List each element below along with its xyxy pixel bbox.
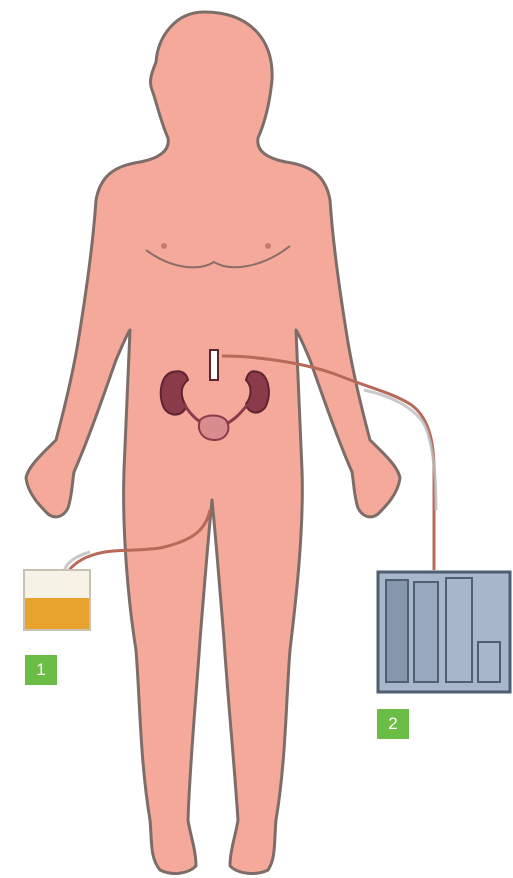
dialysis-machine xyxy=(378,572,510,692)
human-body xyxy=(26,12,400,873)
bladder xyxy=(199,416,228,441)
label-badge-2: 2 xyxy=(377,709,409,739)
label-badge-1: 1 xyxy=(25,655,57,685)
left-nipple xyxy=(161,243,167,249)
collection-bag xyxy=(24,570,90,630)
catheter-port xyxy=(210,350,218,380)
right-nipple xyxy=(265,243,271,249)
